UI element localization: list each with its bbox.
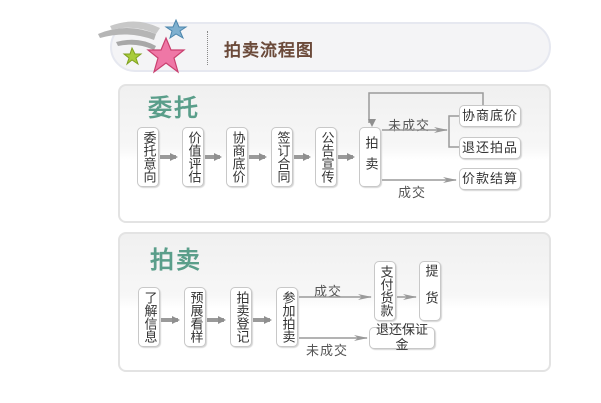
consign-sold-label: 成交: [398, 186, 427, 201]
consign-step-reserve-price: 协商底价: [226, 127, 248, 187]
auction-step-info: 了解信息: [138, 287, 160, 347]
header-divider: [207, 31, 208, 65]
consign-outcome-return-item: 退还拍品: [459, 137, 521, 159]
consign-step-valuation: 价值评估: [182, 127, 204, 187]
consign-unsold-label: 未成交: [388, 119, 431, 134]
auction-sold-label: 成交: [314, 285, 343, 300]
auction-step-participate: 参加拍卖: [276, 287, 298, 347]
auction-pickup-node: 提货: [419, 261, 441, 321]
consign-outcome-renegotiate: 协商底价: [459, 105, 521, 127]
shooting-stars-icon: [98, 18, 188, 74]
auction-refund-node: 退还保证金: [369, 323, 435, 353]
page-title: 拍卖流程图: [224, 41, 314, 61]
consign-section-title: 委托: [148, 93, 200, 122]
auction-unsold-label: 未成交: [306, 344, 349, 359]
auction-pay-node: 支付货款: [374, 261, 396, 321]
auction-step-register: 拍卖登记: [230, 287, 252, 347]
consign-step-contract: 签订合同: [271, 127, 293, 187]
auction-step-preview: 预展看样: [184, 287, 206, 347]
consign-step-announcement: 公告宣传: [315, 127, 337, 187]
header-bar: [110, 22, 551, 72]
consign-step-intent: 委托意向: [137, 127, 159, 187]
consign-auction-node: 拍卖: [359, 127, 381, 187]
consign-outcome-settlement: 价款结算: [459, 168, 521, 190]
auction-section-title: 拍卖: [150, 245, 202, 274]
